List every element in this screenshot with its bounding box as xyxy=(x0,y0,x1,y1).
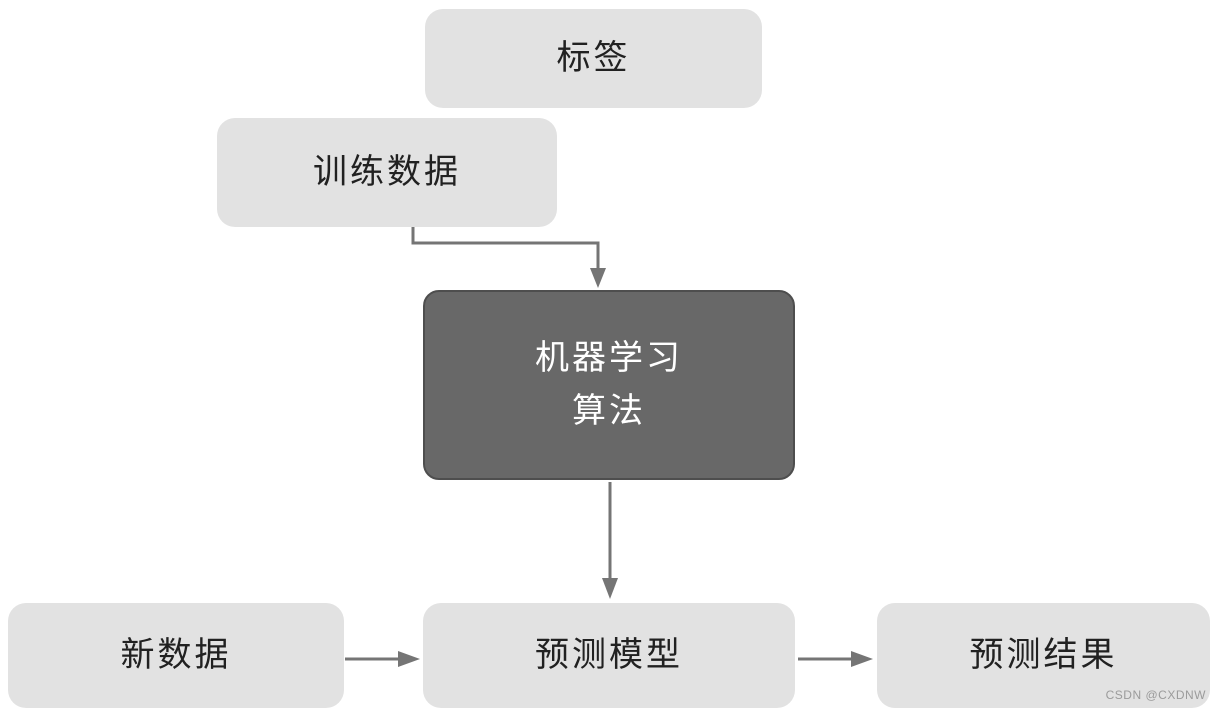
csdn-watermark: CSDN @CXDNW xyxy=(1105,688,1206,702)
arrow-algorithm-to-model xyxy=(602,482,618,599)
node-ml-algorithm: 机器学习 算法 xyxy=(423,290,795,480)
arrow-newdata-to-model xyxy=(345,651,420,667)
arrow-model-to-result xyxy=(798,651,873,667)
node-prediction-result: 预测结果 xyxy=(877,603,1210,708)
node-prediction-model: 预测模型 xyxy=(423,603,795,708)
node-training-data: 训练数据 xyxy=(217,118,557,227)
node-new-data: 新数据 xyxy=(8,603,344,708)
node-label: 标签 xyxy=(425,9,762,108)
arrow-training-to-algorithm xyxy=(411,227,606,288)
